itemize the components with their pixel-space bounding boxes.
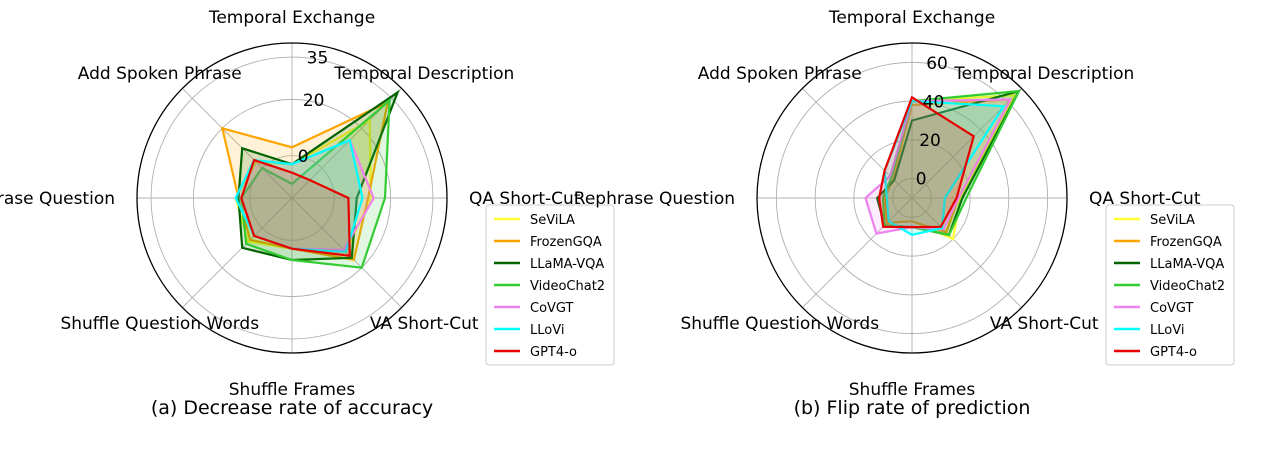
legend-label-videochat2: VideoChat2 — [530, 279, 605, 294]
axis-label-va-short-cut: VA Short-Cut — [370, 314, 479, 334]
legend-label-llama-vqa: LLaMA-VQA — [530, 257, 604, 272]
radar-series — [864, 89, 1022, 241]
series-line-llovi — [883, 99, 1006, 236]
axis-label-temporal-exchange: Temporal Exchange — [208, 8, 375, 28]
radar-frame — [756, 42, 1068, 354]
radar-series — [220, 89, 400, 269]
axis-label-qa-short-cut: QA Short-Cut — [1089, 189, 1201, 209]
axis-label-add-spoken-phrase: Add Spoken Phrase — [78, 64, 242, 84]
legend-label-sevila: SeViLA — [530, 213, 575, 228]
legend-label-gpt4-o: GPT4-o — [530, 345, 577, 360]
series-line-gpt4-o — [240, 158, 351, 258]
series-fill-sevila — [882, 95, 1015, 240]
series-fill-llama-vqa — [238, 92, 398, 261]
grid-spoke — [182, 197, 293, 308]
legend-box — [1105, 204, 1235, 366]
grid-spoke — [291, 197, 402, 308]
grid-spoke — [802, 197, 913, 308]
series-fill-llovi — [884, 101, 1004, 235]
axis-label-temporal-description: Temporal Description — [333, 64, 514, 84]
legend-label-llama-vqa: LLaMA-VQA — [1150, 257, 1224, 272]
radial-tick-label: 20 — [303, 91, 325, 111]
radial-tick-label: 0 — [298, 147, 309, 167]
series-fill-llama-vqa — [877, 91, 1019, 235]
radial-tick-label: 40 — [923, 93, 945, 113]
legend-label-frozengqa: FrozenGQA — [530, 235, 602, 250]
series-fill-llovi — [235, 140, 363, 252]
series-fill-frozengqa — [884, 99, 1011, 233]
series-fill-covgt — [865, 99, 1011, 234]
axis-label-rephrase-question: Rephrase Question — [0, 189, 115, 209]
series-line-videochat2 — [240, 97, 391, 269]
series-fill-videochat2 — [241, 100, 390, 268]
legend-label-frozengqa: FrozenGQA — [1150, 235, 1222, 250]
series-fill-videochat2 — [882, 91, 1019, 235]
radial-tick-label: 20 — [919, 131, 941, 151]
radial-tick-label: 60 — [926, 54, 948, 74]
legend-label-llovi: LLoVi — [530, 323, 564, 338]
axis-label-qa-short-cut: QA Short-Cut — [469, 189, 581, 209]
grid-spoke — [911, 197, 1022, 308]
series-fill-gpt4-o — [879, 97, 974, 228]
chart-caption: (a) Decrease rate of accuracy — [151, 397, 433, 419]
axis-label-add-spoken-phrase: Add Spoken Phrase — [698, 64, 862, 84]
axis-label-temporal-description: Temporal Description — [953, 64, 1134, 84]
axis-label-va-short-cut: VA Short-Cut — [990, 314, 1099, 334]
radial-tick-label: 0 — [916, 170, 927, 190]
legend-label-gpt4-o: GPT4-o — [1150, 345, 1197, 360]
axis-label-shuffle-question-words: Shuffle Question Words — [60, 314, 259, 334]
legend-label-videochat2: VideoChat2 — [1150, 279, 1225, 294]
axis-label-rephrase-question: Rephrase Question — [574, 189, 735, 209]
legend-box — [485, 204, 615, 366]
grid-spoke — [182, 88, 293, 199]
axis-label-temporal-exchange: Temporal Exchange — [828, 8, 995, 28]
axis-label-shuffle-frames: Shuffle Frames — [229, 380, 356, 400]
radar-frame — [136, 42, 448, 354]
chart-caption: (b) Flip rate of prediction — [794, 397, 1031, 419]
legend-label-covgt: CoVGT — [1150, 301, 1194, 316]
radial-tick-label: 35 — [307, 49, 329, 69]
series-fill-sevila — [235, 120, 371, 252]
series-line-gpt4-o — [877, 95, 975, 229]
legend-label-llovi: LLoVi — [1150, 323, 1184, 338]
axis-label-shuffle-question-words: Shuffle Question Words — [680, 314, 879, 334]
series-fill-gpt4-o — [241, 160, 350, 256]
axis-label-shuffle-frames: Shuffle Frames — [849, 380, 976, 400]
legend-label-sevila: SeViLA — [1150, 213, 1195, 228]
series-fill-covgt — [235, 140, 374, 250]
legend-label-covgt: CoVGT — [530, 301, 574, 316]
